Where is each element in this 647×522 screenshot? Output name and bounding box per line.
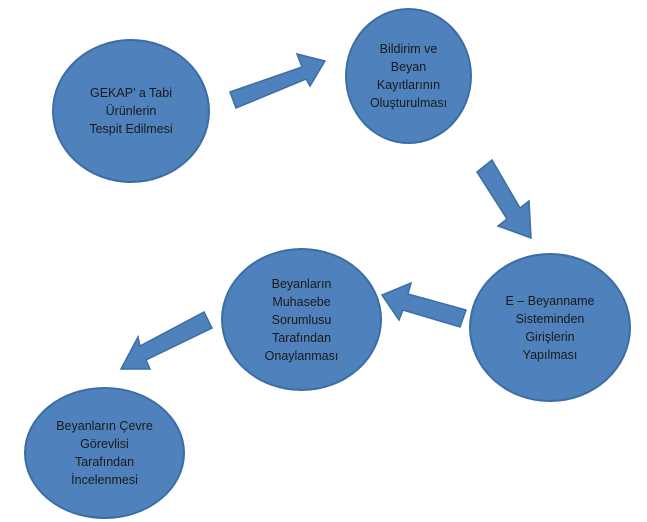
- node-e-declaration-entry: E – Beyanname Sisteminden Girişlerin Yap…: [469, 253, 631, 402]
- arrow-2-to-3: [476, 158, 532, 240]
- node-label-line: Beyan: [390, 60, 427, 74]
- node-label: Beyanların Muhasebe Sorumlusu Tarafından…: [265, 275, 339, 365]
- node-label: Beyanların Çevre Görevlisi Tarafından İn…: [56, 417, 153, 489]
- arrow-1-to-2: [229, 52, 327, 109]
- node-label-line: Muhasebe: [272, 294, 331, 309]
- node-label-line: Oluşturulması: [369, 96, 448, 110]
- node-label-line: Beyanların: [271, 276, 332, 291]
- node-label-line: Girişlerin: [525, 329, 575, 344]
- node-label-line: Tarafından: [271, 330, 332, 345]
- node-label: E – Beyanname Sisteminden Girişlerin Yap…: [506, 292, 595, 364]
- arrow-4-to-5: [119, 310, 214, 370]
- node-gekap-products: GEKAP’ a Tabi Ürünlerin Tespit Edilmesi: [52, 39, 210, 183]
- node-notification-records: Bildirim ve Beyan Kayıtlarının Oluşturul…: [345, 8, 472, 144]
- node-label-line: GEKAP’ a Tabi: [90, 86, 172, 100]
- node-label-line: Beyanların Çevre: [56, 419, 153, 433]
- node-accounting-approval: Beyanların Muhasebe Sorumlusu Tarafından…: [221, 248, 382, 391]
- node-label-line: Tespit Edilmesi: [89, 122, 173, 136]
- node-environment-review: Beyanların Çevre Görevlisi Tarafından İn…: [24, 387, 185, 519]
- node-label-line: Görevlisi: [80, 437, 129, 451]
- node-label-line: Sorumlusu: [271, 312, 332, 327]
- node-label: Bildirim ve Beyan Kayıtlarının Oluşturul…: [370, 40, 447, 112]
- node-label: GEKAP’ a Tabi Ürünlerin Tespit Edilmesi: [89, 84, 172, 138]
- node-label-line: Onaylanması: [264, 348, 339, 363]
- node-label-line: E – Beyanname: [505, 293, 595, 308]
- node-label-line: Yapılması: [522, 347, 578, 362]
- node-label-line: Kayıtlarının: [376, 78, 441, 92]
- node-label-line: Sisteminden: [515, 311, 585, 326]
- node-label-line: Tarafından: [74, 455, 135, 469]
- node-label-line: İncelenmesi: [71, 473, 138, 487]
- arrow-3-to-4: [380, 281, 467, 328]
- node-label-line: Bildirim ve: [379, 42, 438, 56]
- node-label-line: Ürünlerin: [105, 104, 157, 118]
